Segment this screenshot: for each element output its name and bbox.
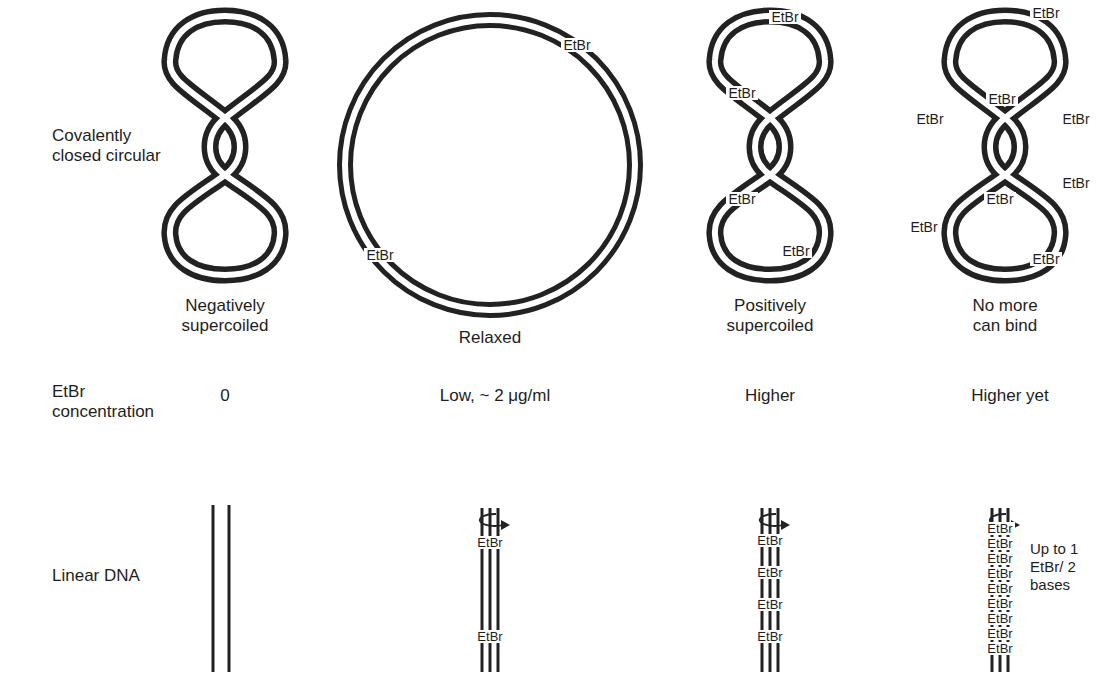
etbr-label: EtBr — [1030, 6, 1061, 20]
saturated-supercoil — [950, 16, 1060, 275]
row-label: Covalently closed circular — [52, 126, 172, 167]
positive-supercoil — [715, 16, 825, 275]
concentration-value: Low, ~ 2 μg/ml — [420, 386, 570, 406]
concentration-value: 0 — [205, 386, 245, 406]
etbr-label: EtBr — [985, 627, 1014, 640]
relaxed-circle — [345, 20, 635, 310]
arrowhead — [501, 520, 1020, 530]
etbr-label: EtBr — [1060, 112, 1091, 126]
concentration-value: Higher yet — [950, 386, 1070, 406]
rotation-arrow — [480, 514, 1013, 526]
etbr-label: EtBr — [1060, 176, 1091, 190]
etbr-label: EtBr — [475, 630, 504, 643]
state-caption: No more can bind — [965, 296, 1045, 337]
etbr-label: EtBr — [985, 582, 1014, 595]
linear-dna — [213, 505, 1008, 672]
etbr-label: EtBr — [985, 597, 1014, 610]
negative-supercoil — [170, 16, 280, 275]
etbr-label: EtBr — [1030, 252, 1061, 266]
etbr-label: EtBr — [755, 566, 784, 579]
etbr-label: EtBr — [985, 552, 1014, 565]
etbr-label: EtBr — [985, 567, 1014, 580]
row-label: Linear DNA — [52, 566, 182, 586]
etbr-label: EtBr — [908, 220, 939, 234]
etbr-label: EtBr — [561, 38, 592, 52]
state-caption: Positively supercoiled — [715, 296, 825, 337]
row-label: EtBr concentration — [52, 382, 182, 423]
etbr-label: EtBr — [475, 536, 504, 549]
etbr-label: EtBr — [985, 537, 1014, 550]
etbr-label: EtBr — [726, 86, 757, 100]
etbr-label: EtBr — [985, 612, 1014, 625]
etbr-label: EtBr — [985, 522, 1014, 535]
state-caption: Relaxed — [440, 328, 540, 348]
etbr-label: EtBr — [914, 112, 945, 126]
etbr-label: EtBr — [755, 534, 784, 547]
etbr-label: EtBr — [364, 248, 395, 262]
etbr-label: EtBr — [986, 92, 1017, 106]
state-caption: Negatively supercoiled — [170, 296, 280, 337]
note: Up to 1 EtBr/ 2 bases — [1030, 540, 1094, 594]
etbr-label: EtBr — [755, 630, 784, 643]
etbr-label: EtBr — [726, 192, 757, 206]
etbr-label: EtBr — [780, 244, 811, 258]
concentration-value: Higher — [720, 386, 820, 406]
etbr-label: EtBr — [769, 10, 800, 24]
etbr-label: EtBr — [755, 598, 784, 611]
etbr-label: EtBr — [984, 192, 1015, 206]
etbr-label: EtBr — [985, 642, 1014, 655]
